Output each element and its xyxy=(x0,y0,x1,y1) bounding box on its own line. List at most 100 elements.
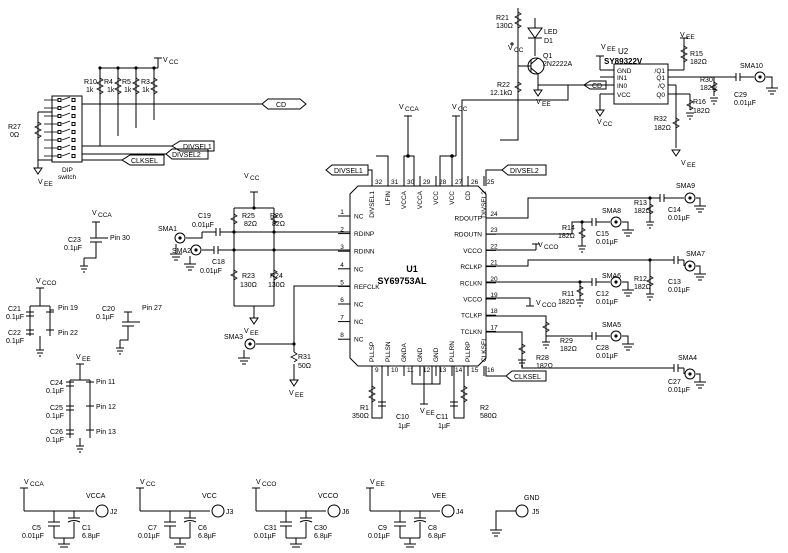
svg-text:130Ω: 130Ω xyxy=(240,282,257,289)
vcc-rail-u2: V CC xyxy=(595,94,613,128)
svg-text:12.1kΩ: 12.1kΩ xyxy=(490,90,512,97)
dip-contact xyxy=(71,138,76,142)
u1-pin-name: RCLKP xyxy=(460,264,482,271)
svg-text:R4: R4 xyxy=(104,79,113,86)
svg-text:182Ω: 182Ω xyxy=(536,363,553,370)
svg-text:350Ω: 350Ω xyxy=(352,413,369,420)
svg-text:C22: C22 xyxy=(8,330,21,337)
u2-pin-name: IN1 xyxy=(617,75,628,82)
svg-text:Pin 19: Pin 19 xyxy=(58,305,78,312)
svg-text:D1: D1 xyxy=(544,38,553,45)
svg-text:6.8µF: 6.8µF xyxy=(314,533,332,540)
jack-connector xyxy=(211,504,225,518)
dip-contact xyxy=(57,114,62,118)
dip-contact xyxy=(57,146,62,150)
svg-text:0.01µF: 0.01µF xyxy=(192,222,214,229)
dip-contact xyxy=(71,106,76,110)
svg-text:C23: C23 xyxy=(68,237,81,244)
u1-right-pins: 24RDOUTP23RDOUTN22VCCO21RCLKP20RCLKN19VC… xyxy=(454,211,498,336)
u1-pin-name: VCC xyxy=(433,191,440,205)
jack-ref: J6 xyxy=(342,509,350,516)
u2-ref: U2 xyxy=(618,47,629,56)
svg-text:SMA4: SMA4 xyxy=(678,355,697,362)
svg-text:SMA10: SMA10 xyxy=(740,63,763,70)
svg-text:0Ω: 0Ω xyxy=(10,132,19,139)
svg-text:C24: C24 xyxy=(50,380,63,387)
svg-text:C6: C6 xyxy=(198,525,207,532)
jack-ref: J2 xyxy=(110,509,118,516)
u1-pin-name: RDOUTN xyxy=(454,232,482,239)
u1-pin-num: 13 xyxy=(439,367,447,374)
dip-lever xyxy=(61,96,71,101)
svg-text:R25: R25 xyxy=(242,213,255,220)
u1-pin-name: TCLKN xyxy=(461,329,483,336)
svg-text:Pin 12: Pin 12 xyxy=(96,404,116,411)
svg-text:SMA2: SMA2 xyxy=(172,248,191,255)
svg-text:CCO: CCO xyxy=(42,280,56,287)
u1-pin-name: DIVSEL2 xyxy=(481,191,488,218)
svg-text:C7: C7 xyxy=(148,525,157,532)
svg-text:R5: R5 xyxy=(122,79,131,86)
u1-pin-num: 7 xyxy=(340,315,344,322)
u1-pin-name: GND xyxy=(433,347,440,362)
svg-text:1µF: 1µF xyxy=(438,423,450,430)
svg-text:0.1µF: 0.1µF xyxy=(46,437,64,444)
svg-text:EE: EE xyxy=(250,330,259,337)
dip-contact xyxy=(57,98,62,102)
dip-contact xyxy=(57,106,62,110)
u1-ref: U1 xyxy=(406,264,418,274)
net-flag-cd-u2: CD xyxy=(583,80,607,90)
svg-text:6.8µF: 6.8µF xyxy=(428,533,446,540)
dip-lever xyxy=(61,128,71,133)
dip-lever xyxy=(61,120,71,125)
svg-text:182Ω: 182Ω xyxy=(558,233,575,240)
svg-text:C21: C21 xyxy=(8,306,21,313)
u1-pin-num: 6 xyxy=(340,297,344,304)
svg-text:V: V xyxy=(597,119,602,126)
svg-text:DIVSEL2: DIVSEL2 xyxy=(510,168,539,175)
svg-text:0.01µF: 0.01µF xyxy=(668,287,690,294)
svg-text:R27: R27 xyxy=(8,124,21,131)
decoupling-c23: V CCA C23 0.1µF Pin 30 xyxy=(64,210,130,273)
svg-text:50Ω: 50Ω xyxy=(298,363,311,370)
u1-pin-name: LFIN xyxy=(385,191,392,205)
jack-ref: J3 xyxy=(226,509,234,516)
net-flag-divsel1-u1: DIVSEL1 xyxy=(325,164,373,186)
u1-pin-num: 23 xyxy=(490,227,498,234)
svg-text:R16: R16 xyxy=(693,99,706,106)
dip-lever xyxy=(61,144,71,149)
svg-text:0.01µF: 0.01µF xyxy=(734,100,756,107)
u2-pin-name: GND xyxy=(617,68,632,75)
r15-ref: R15 xyxy=(690,51,703,58)
jack-connector xyxy=(95,504,109,518)
jack-label: VEE xyxy=(432,493,446,500)
svg-text:R32: R32 xyxy=(654,116,667,123)
svg-text:1µF: 1µF xyxy=(398,423,410,430)
u1-bottom-pins: 9PLLSP10PLLSN11GNDA12GND13GND14PLLRN15PL… xyxy=(369,337,495,376)
u1-pin-num: 3 xyxy=(340,244,344,251)
u1-pin-num: 4 xyxy=(340,262,344,269)
u1-pin-name: PLLRP xyxy=(465,341,472,362)
svg-text:1k: 1k xyxy=(142,87,150,94)
svg-text:V: V xyxy=(536,300,541,307)
svg-text:DIVSEL1: DIVSEL1 xyxy=(334,168,363,175)
svg-text:Pin 13: Pin 13 xyxy=(96,429,116,436)
svg-text:130Ω: 130Ω xyxy=(268,282,285,289)
svg-text:0.1µF: 0.1µF xyxy=(64,245,82,252)
svg-text:C20: C20 xyxy=(102,306,115,313)
u1-pin-name: VCC xyxy=(449,191,456,205)
svg-text:C10: C10 xyxy=(396,414,409,421)
svg-text:R24: R24 xyxy=(270,273,283,280)
u1-pin-name: NC xyxy=(354,302,364,309)
svg-text:0.01µF: 0.01µF xyxy=(368,533,390,540)
svg-text:C18: C18 xyxy=(212,259,225,266)
svg-text:C12: C12 xyxy=(596,291,609,298)
u1-pin-num: 1 xyxy=(340,209,344,216)
svg-text:R22: R22 xyxy=(497,82,510,89)
svg-text:CCA: CCA xyxy=(30,481,44,488)
svg-text:0.1µF: 0.1µF xyxy=(46,413,64,420)
svg-text:C11: C11 xyxy=(436,414,448,421)
